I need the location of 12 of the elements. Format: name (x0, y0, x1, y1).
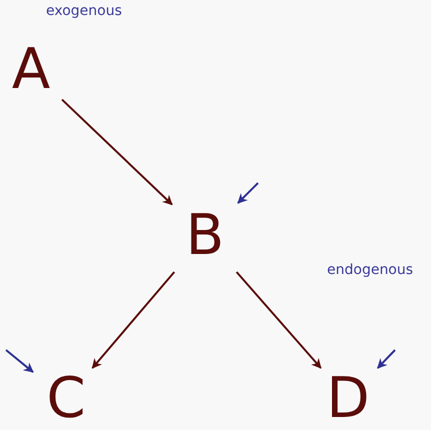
annotation-label: endogenous (327, 262, 414, 278)
annotation-label: exogenous (46, 3, 122, 19)
variable-label: B (186, 208, 224, 264)
arrow (237, 182, 259, 204)
arrow (92, 271, 176, 369)
arrow (377, 349, 396, 369)
variable-label: A (12, 42, 50, 98)
variable-label: D (326, 371, 370, 427)
arrow (236, 271, 322, 369)
variable-label: C (46, 371, 86, 427)
arrow (61, 98, 173, 206)
arrow (5, 349, 34, 373)
